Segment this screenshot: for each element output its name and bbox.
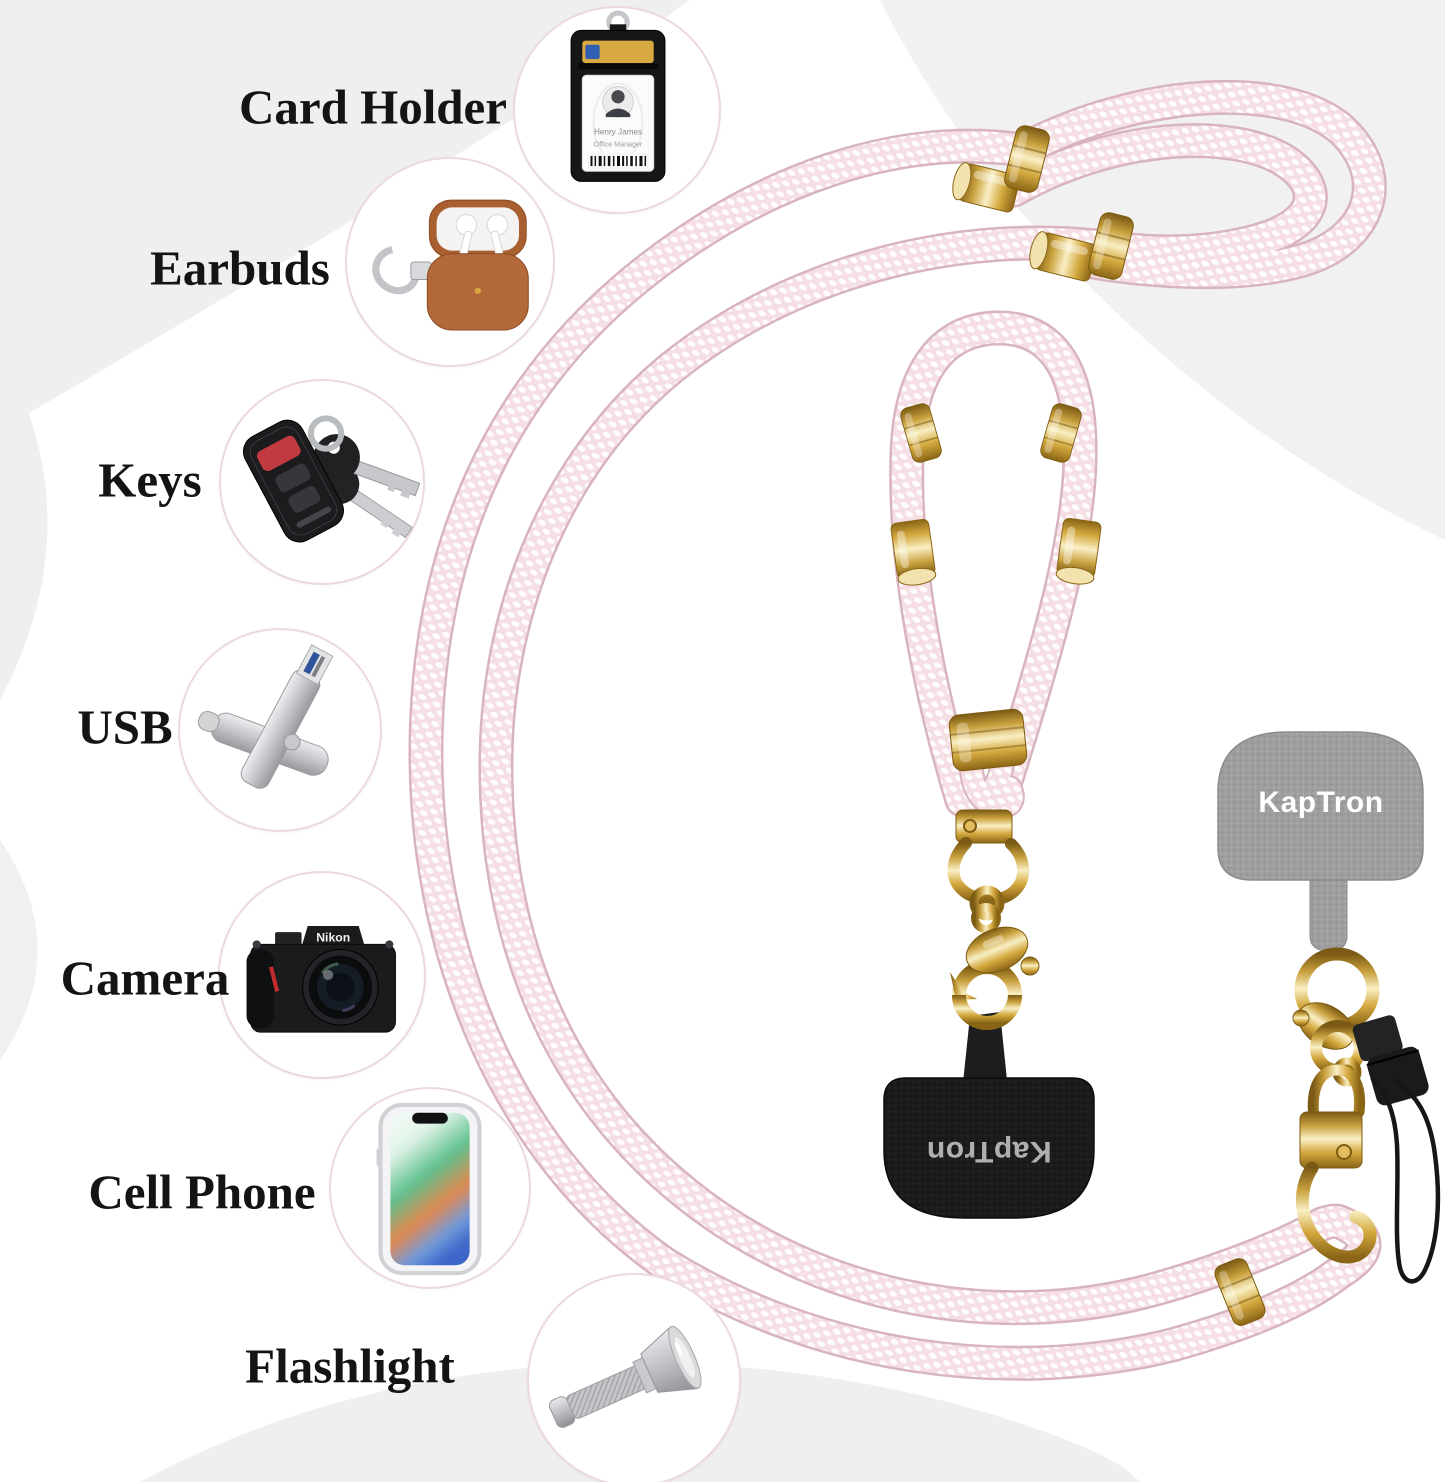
earbud-right [486,214,509,257]
id-barcode [587,153,649,169]
label-usb: USB [77,699,173,755]
gray-tab-brand-text: KapTron [1258,786,1383,819]
gray-tab-body [1217,731,1424,881]
phone-tab-black: KapTron [883,1077,1095,1219]
keyring-icon [307,415,345,452]
keys-photo [242,415,421,543]
id-name: Henry James [594,127,642,136]
earbuds-photo [372,199,529,331]
carabiner-icon [372,246,420,295]
label-flashlight: Flashlight [245,1338,455,1394]
label-card-holder: Card Holder [238,79,508,135]
product-circle-card-holder: Henry James Office Manager [513,6,721,214]
product-circle-usb [178,628,382,832]
id-title: Office Manager [594,141,643,149]
black-tab-brand-text: KapTron [926,1135,1051,1168]
swivel-hook-right [1295,1064,1377,1264]
right-hardware [1211,947,1441,1330]
product-circle-camera: Nikon [218,871,426,1079]
usb-drive-photo [197,644,334,789]
wrist-strap [890,328,1103,807]
phone-screen [390,1112,470,1266]
phone-tether-string [1370,1076,1441,1284]
wrist-cap-right [1054,517,1103,587]
label-earbuds: Earbuds [150,240,330,296]
usb-body [240,644,334,789]
camera-grip [246,949,275,1029]
credit-card-icon [582,40,654,64]
earbud-left [455,214,478,257]
label-cell-phone: Cell Phone [88,1164,316,1220]
product-circle-flashlight [527,1273,741,1482]
swivel-screw [963,819,977,833]
product-circle-keys [219,379,425,585]
card-holder-photo: Henry James Office Manager [570,10,666,182]
wrist-band [947,707,1029,773]
center-hardware: KapTron [883,809,1095,1219]
black-tab-strap [962,1012,1008,1092]
phone-tether-buckle [1352,1015,1429,1106]
phone-tab-gray: KapTron [1217,731,1424,952]
swivel-block [955,809,1013,844]
label-camera: Camera [60,950,230,1006]
flashlight-photo [548,1325,702,1428]
camera-brand-text: Nikon [316,930,350,944]
camera-photo: Nikon [246,926,396,1033]
camera-lens [302,948,379,1026]
label-keys: Keys [98,452,202,508]
product-circle-earbuds [345,157,555,367]
connector-ring-1 [969,885,1005,921]
connector-ring-2 [971,903,1001,933]
flashlight-body [548,1325,702,1428]
phone-notch [412,1112,448,1124]
d-hook [947,837,1030,906]
product-circle-cell-phone [329,1087,531,1289]
clasp-front-arc [952,994,1022,1030]
gray-tab-tail [1309,879,1348,952]
usb-c-plug [197,710,220,733]
car-fob [242,419,344,543]
cell-phone-photo [376,1102,482,1276]
